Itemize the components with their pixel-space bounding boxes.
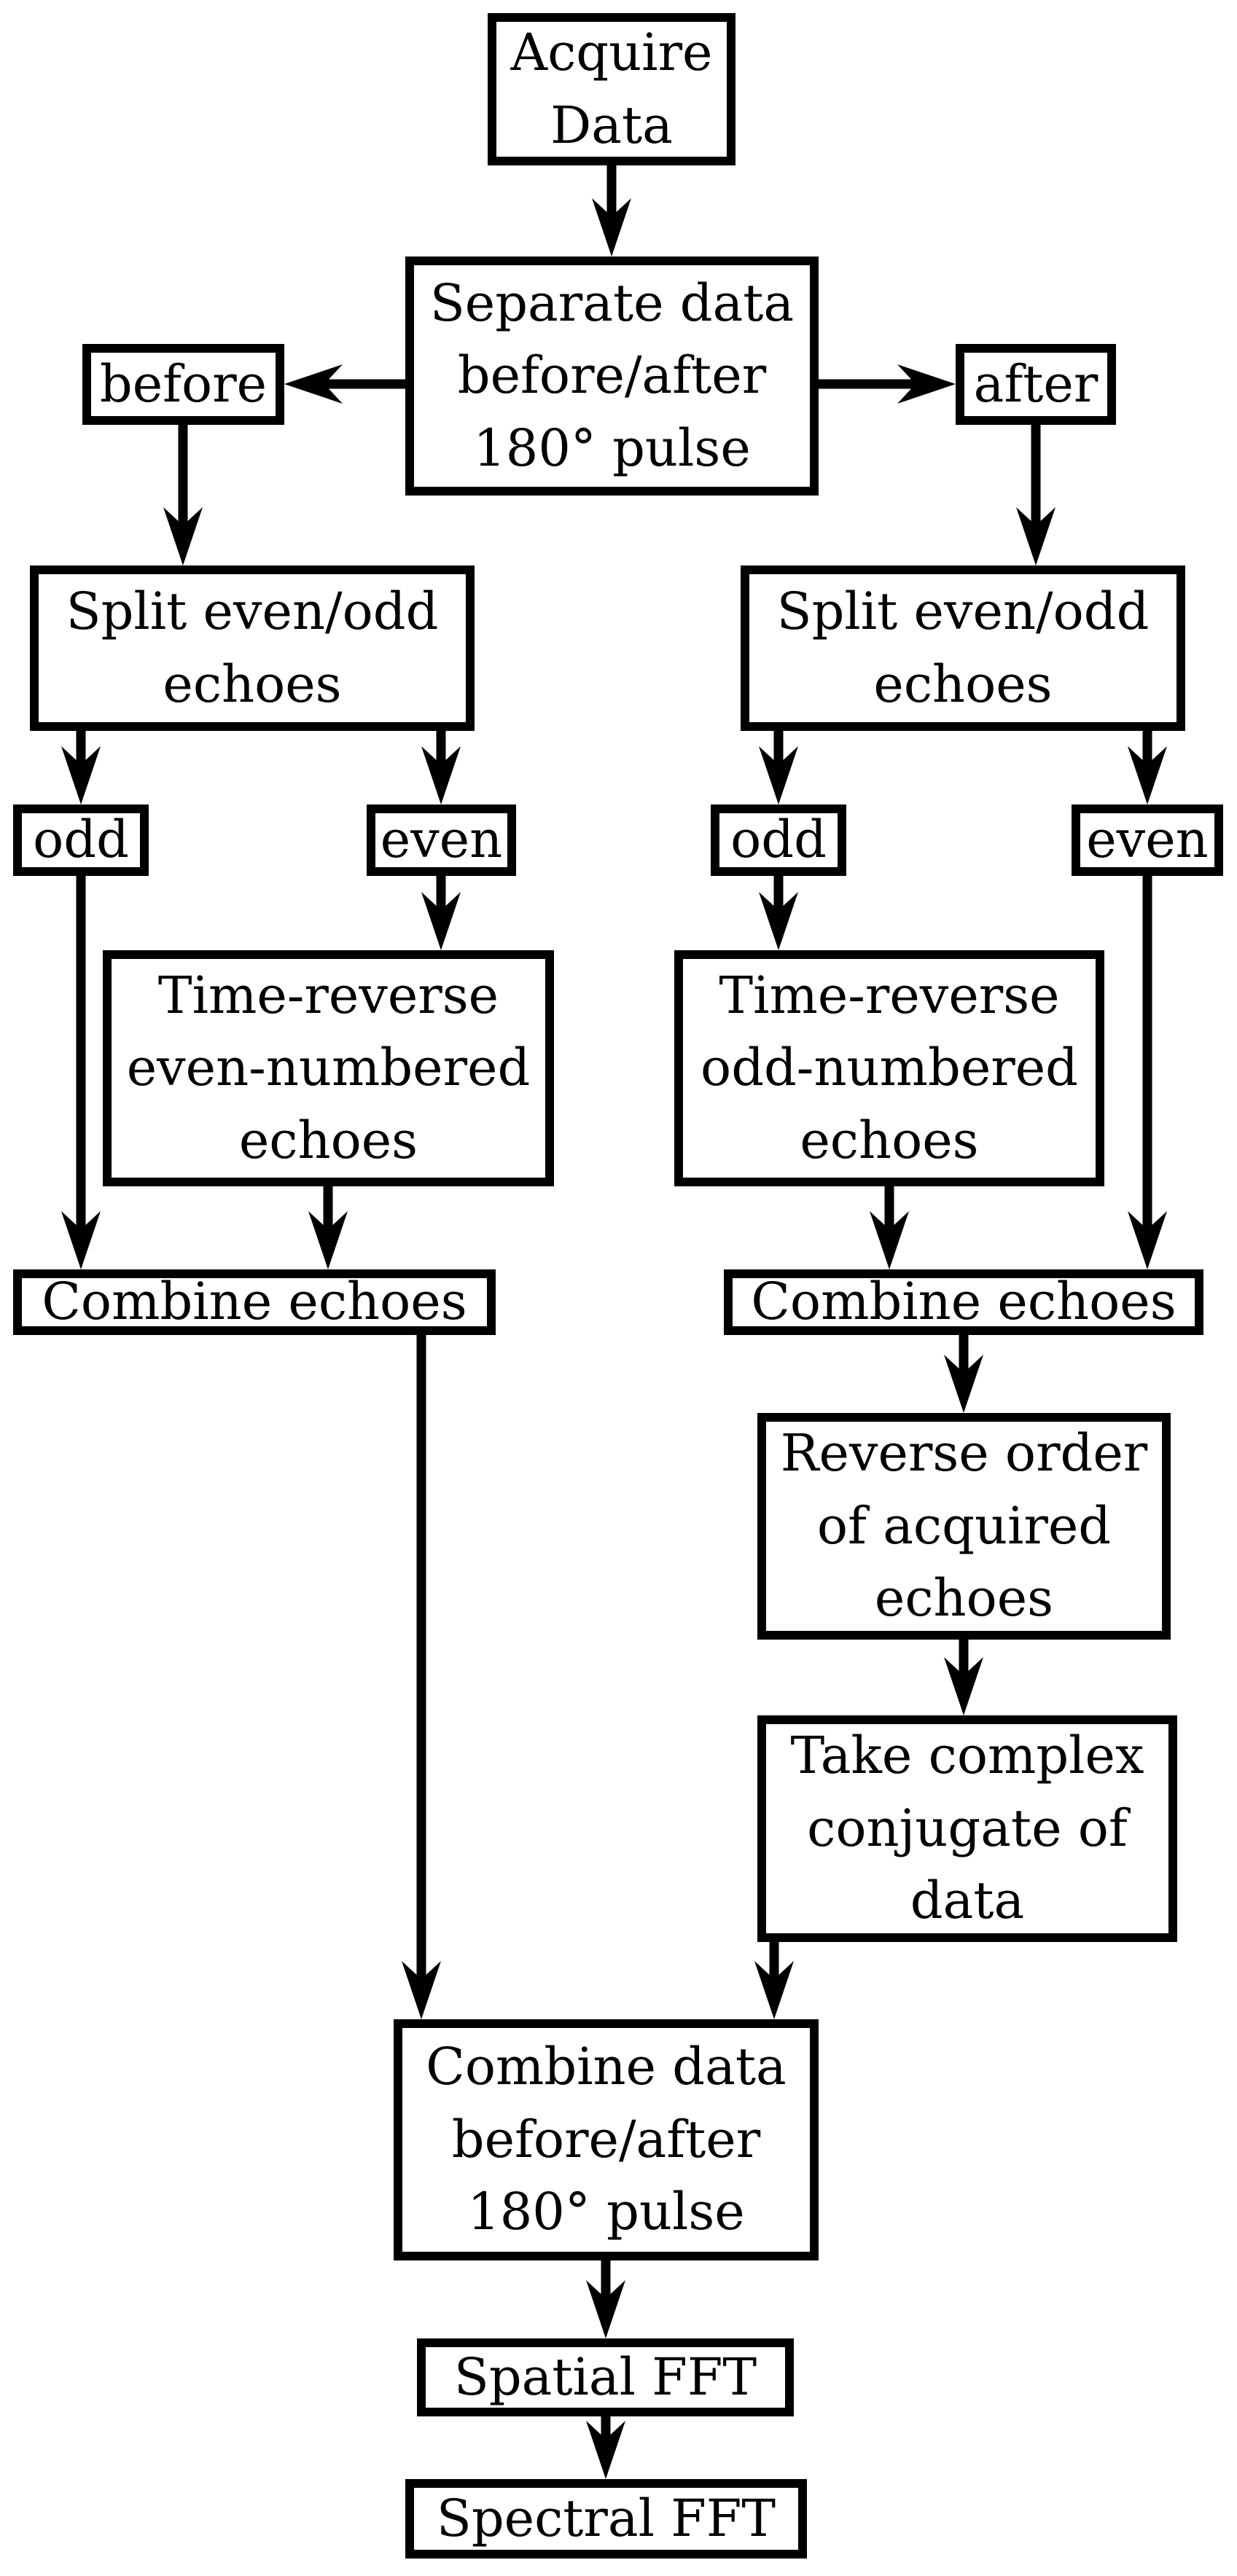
flow-arrowhead — [586, 2421, 625, 2479]
flow-arrowhead — [754, 1961, 794, 2019]
node-reverse-order: Reverse order of acquired echoes — [757, 1413, 1171, 1640]
node-spatial-fft: Spatial FFT — [417, 2338, 794, 2416]
flow-arrowhead — [1128, 1211, 1167, 1269]
node-time-reverse-even: Time-reverse even-numbered echoes — [103, 950, 554, 1186]
flow-arrowhead — [1016, 507, 1055, 565]
flow-arrowhead — [61, 746, 101, 804]
node-odd-left: odd — [13, 804, 149, 876]
node-before: before — [82, 344, 284, 425]
node-after: after — [956, 344, 1116, 425]
flow-arrowhead — [944, 1657, 983, 1715]
flow-arrowhead — [421, 892, 461, 950]
node-combine-echoes-left: Combine echoes — [13, 1269, 496, 1335]
flow-arrowhead — [421, 746, 461, 804]
node-spectral-fft: Spectral FFT — [405, 2479, 807, 2559]
node-combine-echoes-right: Combine echoes — [724, 1269, 1203, 1335]
flow-arrowhead — [592, 198, 631, 257]
flow-arrowhead — [308, 1211, 348, 1269]
flow-arrowhead — [870, 1211, 909, 1269]
flow-arrowhead — [163, 507, 203, 565]
node-split-even-odd-left: Split even/odd echoes — [30, 565, 475, 731]
node-take-complex-conjugate: Take complex conjugate of data — [757, 1715, 1177, 1942]
flow-arrowhead — [61, 1211, 101, 1269]
flow-arrowhead — [759, 746, 798, 804]
flow-arrowhead — [759, 892, 798, 950]
node-acquire-data: Acquire Data — [488, 13, 735, 165]
flow-arrowhead — [944, 1355, 983, 1413]
node-odd-right: odd — [711, 804, 846, 876]
node-even-left: even — [367, 804, 516, 876]
node-even-right: even — [1072, 804, 1223, 876]
flow-arrowhead — [284, 364, 343, 404]
node-combine-data: Combine data before/after 180° pulse — [394, 2019, 819, 2260]
flow-arrowhead — [897, 364, 956, 404]
node-split-even-odd-right: Split even/odd echoes — [741, 565, 1185, 731]
flow-arrowhead — [1128, 746, 1167, 804]
node-separate-data: Separate data before/after 180° pulse — [405, 257, 819, 496]
flow-arrowhead — [586, 2280, 625, 2338]
node-time-reverse-odd: Time-reverse odd-numbered echoes — [674, 950, 1104, 1186]
flow-arrowhead — [402, 1961, 441, 2019]
